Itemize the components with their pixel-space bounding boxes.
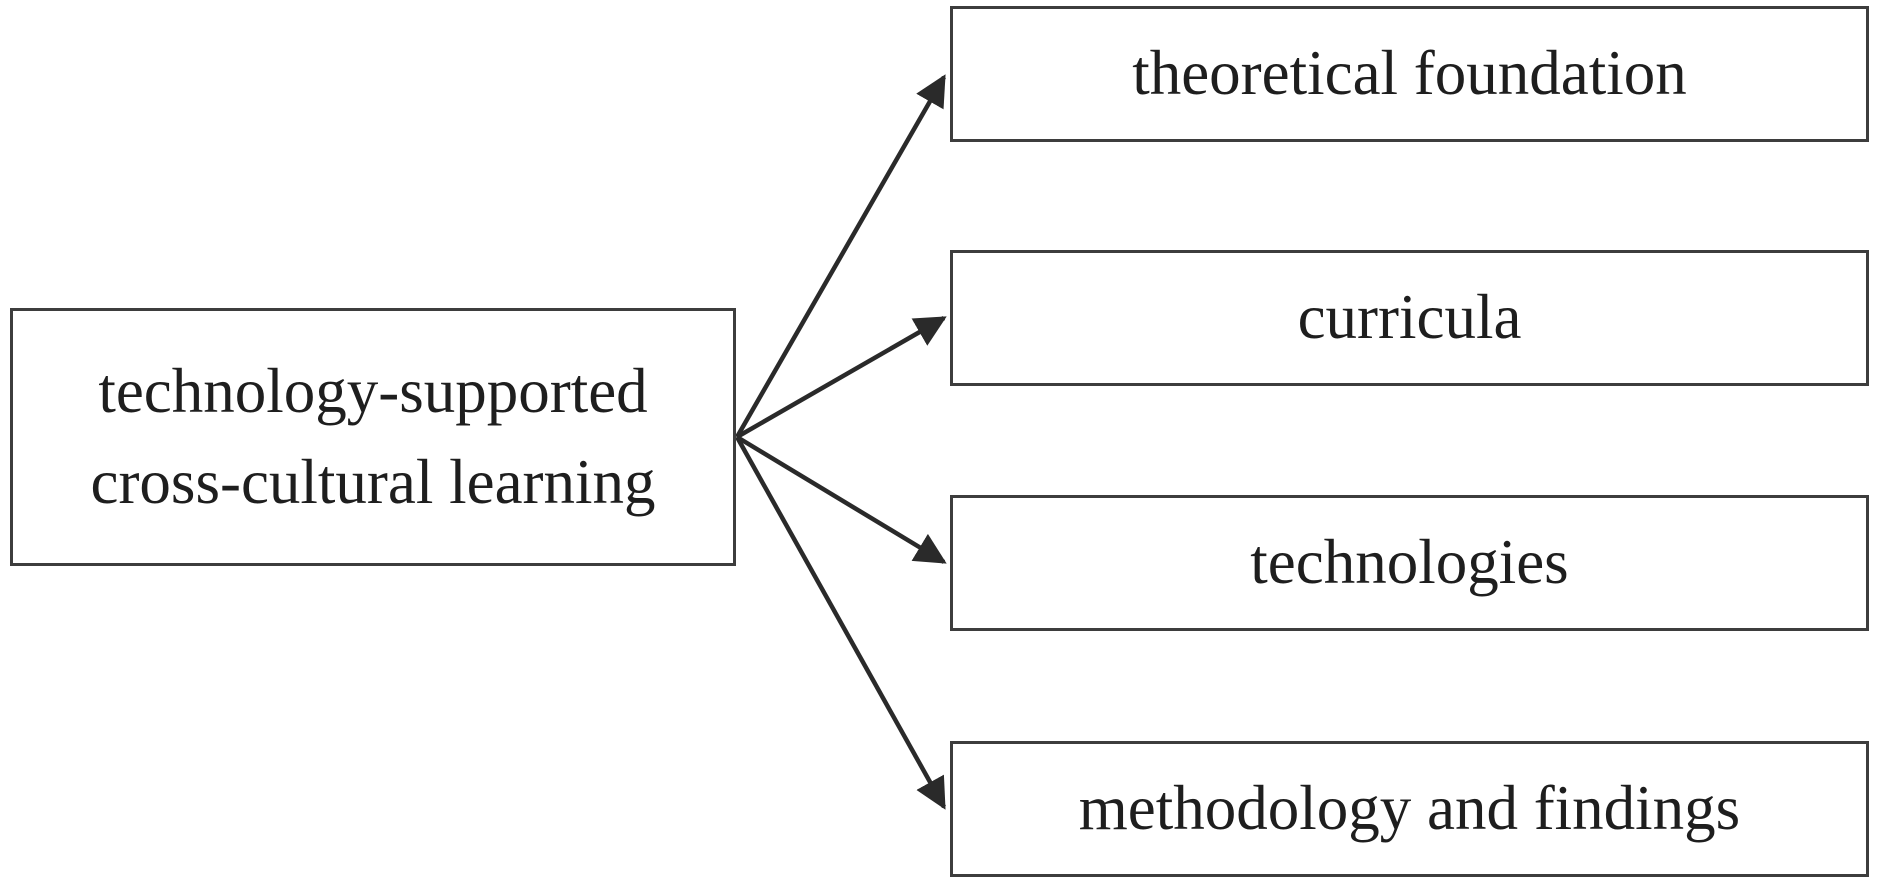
arrow-to-technologies (735, 435, 947, 564)
node-methodology-and-findings-label: methodology and findings (1078, 773, 1741, 844)
root-node: technology-supported cross-cultural lear… (10, 308, 736, 566)
arrow-to-curricula (735, 316, 947, 439)
node-theoretical-foundation-label: theoretical foundation (1132, 38, 1687, 109)
node-curricula: curricula (950, 250, 1869, 386)
root-node-label: technology-supported cross-cultural lear… (90, 346, 655, 529)
node-technologies-label: technologies (1250, 527, 1569, 598)
node-curricula-label: curricula (1297, 282, 1522, 353)
root-node-label-line1: technology-supported (98, 355, 648, 426)
node-theoretical-foundation: theoretical foundation (950, 6, 1869, 142)
node-methodology-and-findings: methodology and findings (950, 741, 1869, 877)
root-node-label-line2: cross-cultural learning (90, 447, 656, 517)
arrow-to-methodology-and-findings (735, 435, 946, 810)
arrow-to-theoretical-foundation (735, 74, 946, 439)
node-technologies: technologies (950, 495, 1869, 631)
